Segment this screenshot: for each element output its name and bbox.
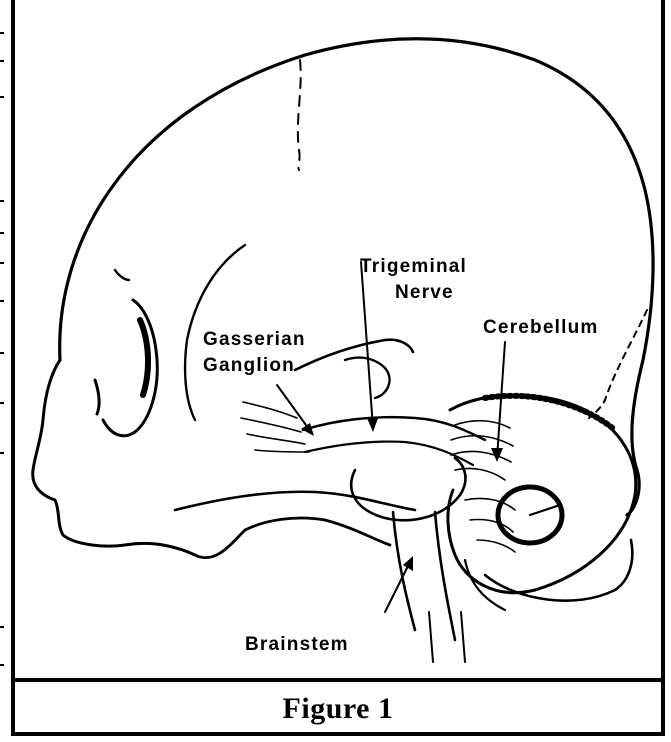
brainstem-left — [393, 512, 415, 630]
skull-diagram-svg: Trigeminal Nerve Cerebellum Gasserian Ga… — [15, 0, 661, 678]
face-profile — [33, 360, 195, 555]
spinal-cord-left — [429, 612, 433, 662]
sella-curve — [345, 358, 390, 398]
margin-tick — [0, 452, 4, 454]
brainstem-right — [435, 512, 455, 640]
margin-tick — [0, 262, 4, 264]
ganglion-fibers — [241, 402, 309, 452]
page-margin — [0, 0, 7, 742]
jaw-line — [195, 518, 390, 558]
label-trigeminal-line1: Trigeminal — [360, 256, 467, 277]
label-trigeminal-line2: Nerve — [395, 282, 454, 303]
figure-caption: Figure 1 — [283, 692, 394, 726]
trigeminal-arrowhead — [367, 418, 378, 432]
margin-tick — [0, 200, 4, 202]
orbit-shadow — [140, 320, 148, 395]
spinal-cord-right — [461, 612, 465, 662]
trigeminal-nerve-band-lower — [305, 442, 473, 465]
label-cerebellum: Cerebellum — [483, 317, 598, 338]
skull-base — [175, 492, 415, 510]
label-gasserian-line2: Ganglion — [203, 355, 295, 376]
lobe-pointer — [530, 505, 560, 515]
gasserian-arrowhead — [301, 423, 314, 436]
trigeminal-nerve-band — [303, 417, 485, 440]
brainstem-arrowhead — [403, 556, 413, 571]
margin-tick — [0, 60, 4, 62]
brow-mark — [115, 270, 129, 280]
margin-tick — [0, 402, 4, 404]
nasal-mark — [95, 380, 99, 414]
margin-tick — [0, 32, 4, 34]
temporal-bone — [295, 340, 413, 370]
label-brainstem: Brainstem — [245, 634, 349, 655]
brainstem-arrow — [385, 560, 411, 612]
margin-tick — [0, 300, 4, 302]
margin-tick — [0, 96, 4, 98]
margin-tick — [0, 664, 4, 666]
gasserian-arrow — [277, 385, 311, 432]
label-gasserian-line1: Gasserian — [203, 329, 306, 350]
margin-tick — [0, 352, 4, 354]
skull-anatomy-drawing: Trigeminal Nerve Cerebellum Gasserian Ga… — [15, 0, 661, 678]
cranial-suture — [298, 60, 301, 170]
margin-tick — [0, 626, 4, 628]
caption-box: Figure 1 — [11, 678, 665, 736]
margin-tick — [0, 232, 4, 234]
